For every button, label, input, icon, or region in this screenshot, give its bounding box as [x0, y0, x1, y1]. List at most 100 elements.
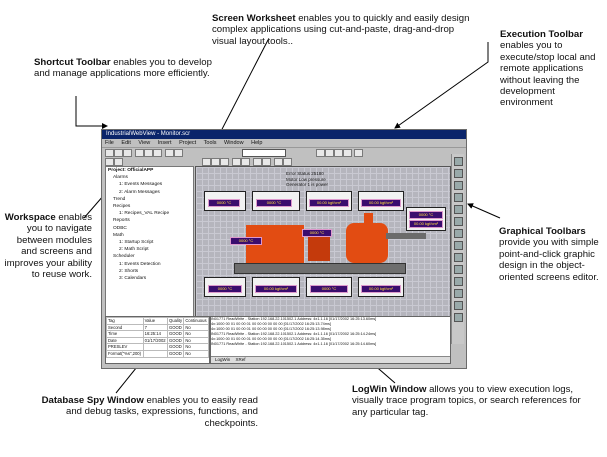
- spy-cell: GOOD: [167, 330, 185, 338]
- front-icon[interactable]: [253, 158, 262, 166]
- spy-cell: GOOD: [167, 336, 185, 345]
- text-tool-icon[interactable]: [453, 217, 463, 226]
- ws-scheduler-2[interactable]: 2: Shorts: [119, 268, 139, 274]
- fill-tool-icon[interactable]: [453, 313, 463, 322]
- spy-cell: [142, 343, 169, 351]
- alarm-tool-icon[interactable]: [453, 265, 463, 274]
- ws-math-2[interactable]: 2: Math Script: [119, 247, 149, 253]
- ws-recipe-1[interactable]: 1: Recipes_VAL Recipe: [119, 211, 170, 217]
- log-line: 4x:1000 00 01 00 00 01 00 00 00 00 00 00…: [211, 326, 331, 331]
- execution-toolbar-title: Execution Toolbar: [500, 29, 583, 40]
- symbol-tool-icon[interactable]: [453, 289, 463, 298]
- font-icon[interactable]: [283, 158, 292, 166]
- spy-table: Tag Value Quality Continuous Second 7 GO…: [106, 317, 209, 358]
- align-right-icon[interactable]: [220, 158, 229, 166]
- undo-icon[interactable]: [165, 149, 174, 157]
- checkbox-tool-icon[interactable]: [453, 241, 463, 250]
- copy-icon[interactable]: [144, 149, 153, 157]
- spy-cell: Format("%s",200): [106, 349, 144, 358]
- tag-combo[interactable]: [242, 149, 286, 157]
- database-spy-text: enables you to easily read and debug tas…: [66, 395, 258, 429]
- menu-project[interactable]: Project: [179, 140, 197, 146]
- open-icon[interactable]: [114, 149, 123, 157]
- align-left-icon[interactable]: [202, 158, 211, 166]
- trend-tool-icon[interactable]: [453, 253, 463, 262]
- ws-scheduler-1[interactable]: 1: Events Detection: [119, 261, 161, 267]
- menu-view[interactable]: View: [138, 140, 151, 146]
- table-row[interactable]: Date 01/17/2002 GOOD No: [106, 336, 209, 345]
- menu-file[interactable]: File: [105, 140, 114, 146]
- picture-tool-icon[interactable]: [453, 277, 463, 286]
- logwin-window: IN01771 ReadWrite - Station 192.168.22.1…: [210, 316, 451, 364]
- execution-toolbar-arrow: [394, 42, 489, 129]
- rectangle-tool-icon[interactable]: [453, 181, 463, 190]
- save-icon[interactable]: [123, 149, 132, 157]
- graphical-toolbars-arrow: [467, 203, 501, 219]
- table-row[interactable]: Time 16:25:14 GOOD No: [106, 330, 209, 338]
- ws-scheduler[interactable]: Scheduler: [113, 254, 135, 260]
- spy-cell: No: [183, 336, 209, 345]
- ungroup-icon[interactable]: [241, 158, 250, 166]
- paste-icon[interactable]: [153, 149, 162, 157]
- new-icon[interactable]: [105, 149, 114, 157]
- ws-math[interactable]: Math: [113, 232, 124, 238]
- log-tab-xref[interactable]: XRef: [235, 357, 246, 362]
- group-icon[interactable]: [232, 158, 241, 166]
- ws-alarm-1[interactable]: 1: Events Messages: [119, 182, 163, 188]
- readout-8: 0000 °C: [302, 229, 332, 237]
- spy-cell: No: [183, 323, 209, 332]
- ws-trend[interactable]: Trend: [113, 196, 126, 202]
- run-icon[interactable]: [316, 149, 325, 157]
- spy-cell: No: [183, 343, 209, 351]
- menu-window[interactable]: Window: [224, 140, 244, 146]
- table-row[interactable]: Format("%s",200) GOOD No: [106, 349, 209, 358]
- pause-icon[interactable]: [334, 149, 343, 157]
- pump-body: [346, 223, 388, 263]
- print-icon[interactable]: [174, 149, 183, 157]
- readout-5: 0000 °C: [409, 211, 443, 219]
- log-tabs: LogWin XRef: [211, 356, 450, 363]
- ws-odbc[interactable]: ODBC: [113, 225, 127, 231]
- remote-icon[interactable]: [343, 149, 352, 157]
- workspace-panel: Project: OfficialAPP Alarms 1: Events Me…: [105, 166, 194, 338]
- line-tool-icon[interactable]: [453, 169, 463, 178]
- ws-recipes[interactable]: Recipes: [113, 204, 131, 210]
- color-icon[interactable]: [274, 158, 283, 166]
- log-tab-logwin[interactable]: LogWin: [215, 357, 231, 362]
- polygon-tool-icon[interactable]: [453, 205, 463, 214]
- shortcut-toolbar-text: enables you to develop and manage applic…: [34, 57, 212, 80]
- spy-cell: No: [183, 330, 209, 338]
- coupling: [308, 237, 330, 261]
- align-center-icon[interactable]: [211, 158, 220, 166]
- status-line-3: Generator 1 is power: [286, 182, 329, 187]
- window-title: IndustrialWebView - Monitor.scr: [102, 130, 466, 139]
- cut-icon[interactable]: [135, 149, 144, 157]
- table-row[interactable]: Second 7 GOOD No: [106, 323, 209, 332]
- back-layer-icon[interactable]: [262, 158, 271, 166]
- ws-alarm-2[interactable]: 2: Alarm Messages: [119, 189, 160, 195]
- help-icon[interactable]: [354, 149, 363, 157]
- bar-graph-tool-icon[interactable]: [453, 301, 463, 310]
- spy-cell: [142, 349, 169, 358]
- menu-edit[interactable]: Edit: [121, 140, 131, 146]
- spy-cell: GOOD: [167, 323, 185, 332]
- select-tool-icon[interactable]: [453, 157, 463, 166]
- back-icon[interactable]: [105, 158, 114, 166]
- stop-icon[interactable]: [325, 149, 334, 157]
- ws-project[interactable]: Project: OfficialAPP: [108, 168, 154, 173]
- ws-reports[interactable]: Reports: [113, 218, 130, 224]
- ws-scheduler-3[interactable]: 3: Calendars: [119, 276, 147, 282]
- menu-help[interactable]: Help: [251, 140, 263, 146]
- menu-tools[interactable]: Tools: [203, 140, 217, 146]
- menu-insert[interactable]: Insert: [157, 140, 172, 146]
- ellipse-tool-icon[interactable]: [453, 193, 463, 202]
- forward-icon[interactable]: [114, 158, 123, 166]
- pump-outlet: [364, 213, 373, 225]
- menu-bar: File Edit View Insert Project Tools Wind…: [102, 139, 466, 148]
- button-tool-icon[interactable]: [453, 229, 463, 238]
- table-row[interactable]: PRESLEV GOOD No: [106, 343, 209, 351]
- ws-math-1[interactable]: 1: Startup Script: [119, 240, 154, 246]
- screen-worksheet[interactable]: Error Status 25180 Motor Low pressure Ge…: [195, 166, 451, 318]
- ws-alarms[interactable]: Alarms: [113, 175, 128, 181]
- spy-cell: Second: [106, 323, 144, 332]
